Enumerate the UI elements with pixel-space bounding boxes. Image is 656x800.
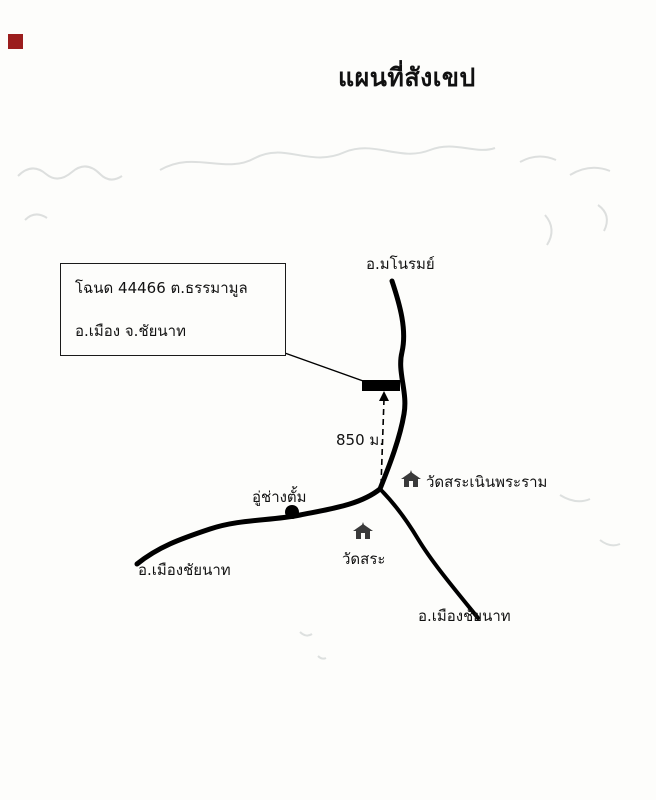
handwriting-stroke: [24, 213, 48, 221]
pencil-handwriting: [17, 145, 621, 660]
label-road-southeast: อ.เมืองชัยนาท: [418, 607, 511, 625]
deed-leader-line: [281, 351, 367, 383]
temple-door: [409, 481, 413, 487]
temple-roof: [353, 524, 373, 531]
label-temple-sa: วัดสระ: [342, 550, 386, 568]
temple-finial: [410, 470, 412, 473]
deed-location: อ.เมือง จ.ชัยนาท: [75, 322, 186, 340]
handwriting-stroke: [519, 155, 611, 176]
distance-arrowhead: [379, 391, 389, 401]
temple-roof: [401, 472, 421, 479]
handwriting-stroke: [159, 145, 496, 171]
temple-icon: [353, 522, 373, 539]
label-distance: 850 ม.: [336, 431, 385, 449]
road-southeast: [378, 487, 480, 620]
land-plot-marker: [362, 380, 400, 391]
temple-door: [361, 533, 365, 539]
temple-finial: [362, 522, 364, 525]
handwriting-stroke: [17, 165, 123, 181]
label-road-north: อ.มโนรมย์: [366, 255, 435, 273]
handwriting-stroke: [299, 494, 621, 660]
page-title: แผนที่สังเขป: [338, 63, 476, 92]
deed-info-box: โฉนด 44466 ต.ธรรมามูล อ.เมือง จ.ชัยนาท: [60, 263, 286, 356]
handwriting-stroke: [544, 204, 608, 246]
scan-artifact-square: [8, 34, 23, 49]
label-road-west: อ.เมืองชัยนาท: [138, 561, 231, 579]
deed-number: โฉนด 44466 ต.ธรรมามูล: [75, 279, 248, 297]
label-garage: อู่ช่างตั้ม: [252, 488, 307, 506]
scan-artifact-rect: [8, 34, 23, 49]
temple-icon: [401, 470, 421, 487]
garage-dot-icon: [285, 505, 299, 519]
label-temple-sanoen: วัดสระเนินพระราม: [426, 473, 548, 491]
